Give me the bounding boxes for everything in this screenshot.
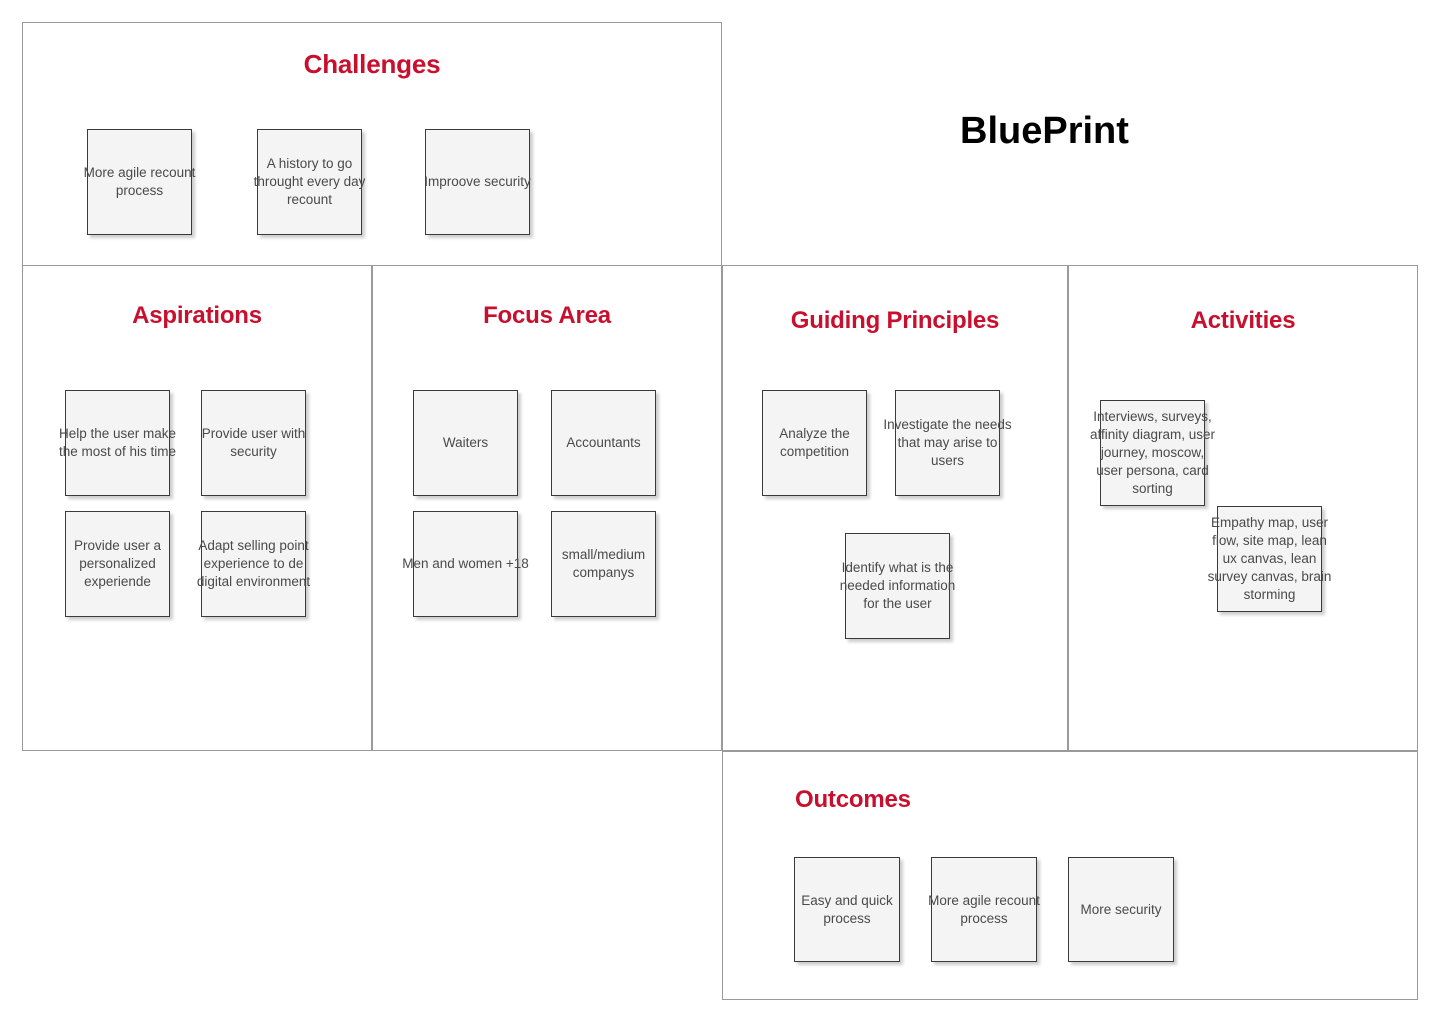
sticky-note[interactable]: Waiters [413, 390, 518, 496]
sticky-note-text: Men and women +18 [402, 556, 529, 571]
sticky-note[interactable]: More agile recount process [928, 857, 1040, 962]
sticky-note-text: More security [1080, 901, 1162, 917]
sticky-note[interactable]: Identify what is the needed information … [840, 533, 955, 639]
sticky-note-text: Identify what is the needed information … [839, 560, 956, 611]
sticky-note[interactable]: Accountants [551, 390, 656, 496]
panel-guiding-principles: Guiding Principles Analyze the competiti… [722, 265, 1068, 751]
sticky-note[interactable]: Improove security [424, 129, 531, 235]
sticky-note[interactable]: Interviews, surveys, affinity diagram, u… [1090, 400, 1215, 506]
panel-activities: Activities Interviews, surveys, affinity… [1068, 265, 1418, 751]
sticky-note[interactable]: Men and women +18 [402, 511, 529, 617]
sticky-note[interactable]: Easy and quick process [794, 857, 900, 962]
sticky-note[interactable]: Help the user make the most of his time [59, 390, 176, 496]
section-title-activities: Activities [1190, 307, 1296, 334]
sticky-note-text: Interviews, surveys, affinity diagram, u… [1089, 409, 1216, 496]
sticky-note[interactable]: More security [1068, 857, 1174, 962]
section-title-focus-area: Focus Area [483, 302, 611, 329]
sticky-note[interactable]: Provide user with security [201, 390, 306, 496]
panel-outcomes: Outcomes Easy and quick process More agi… [722, 751, 1418, 1000]
sticky-note-text: A history to go throught every day recou… [253, 156, 366, 207]
sticky-note-text: More agile recount process [83, 165, 196, 198]
sticky-note-text: Help the user make the most of his time [58, 426, 177, 459]
sticky-note-text: Waiters [442, 435, 489, 450]
sticky-note-text: Easy and quick process [801, 892, 893, 926]
sticky-note[interactable]: Investigate the needs that may arise to … [883, 390, 1012, 496]
sticky-note-text: Adapt selling point experience to de dig… [196, 538, 311, 589]
section-title-guiding-principles: Guiding Principles [790, 307, 1000, 334]
sticky-note-text: Empathy map, user flow, site map, lean u… [1207, 515, 1332, 602]
sticky-note-text: More agile recount process [928, 892, 1040, 926]
section-title-aspirations: Aspirations [132, 302, 262, 329]
panel-aspirations: Aspirations Help the user make the most … [22, 265, 372, 751]
sticky-note-text: Investigate the needs that may arise to … [883, 417, 1012, 468]
panel-blueprint-title: BluePrint [722, 22, 1418, 266]
sticky-note-text: small/medium companys [561, 547, 646, 580]
sticky-note[interactable]: Analyze the competition [762, 390, 867, 496]
sticky-note[interactable]: Adapt selling point experience to de dig… [197, 511, 310, 617]
sticky-note-text: Provide user with security [201, 426, 306, 459]
sticky-note[interactable]: More agile recount process [84, 129, 195, 235]
panel-focus-area: Focus Area Waiters Accountants Men and w… [372, 265, 722, 751]
sticky-note-text: Provide user a personalized experiende [73, 538, 162, 589]
panel-challenges: Challenges More agile recount process A … [22, 22, 722, 266]
sticky-note[interactable]: A history to go throught every day recou… [254, 129, 365, 235]
sticky-note-text: Improove security [424, 174, 531, 189]
section-title-outcomes: Outcomes [795, 786, 911, 813]
sticky-note[interactable]: small/medium companys [551, 511, 656, 617]
section-title-challenges: Challenges [303, 49, 441, 79]
board-title: BluePrint [960, 110, 1129, 152]
sticky-note[interactable]: Empathy map, user flow, site map, lean u… [1208, 506, 1331, 612]
sticky-note-text: Analyze the competition [779, 426, 850, 459]
sticky-note[interactable]: Provide user a personalized experiende [65, 511, 170, 617]
sticky-note-text: Accountants [566, 435, 641, 450]
